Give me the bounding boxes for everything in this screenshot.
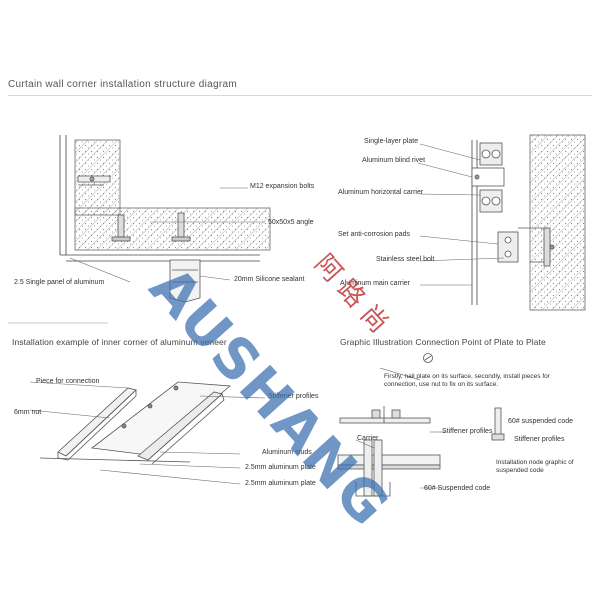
bottom-left-heading: Installation example of inner corner of … [12, 337, 227, 347]
section-divider [8, 322, 108, 324]
label-stiffener-a: Stiffener profiles [442, 428, 493, 435]
label-main-carrier: Aluminum main carrier [340, 280, 411, 287]
label-blind-rivet: Aluminum blind rivet [362, 157, 426, 164]
label-node-graphic: Installation node graphic of suspended c… [496, 459, 574, 474]
label-stiffener-b: Stiffener profiles [514, 436, 565, 443]
label-studs: Aluminum studs [262, 449, 312, 456]
title-rule [8, 95, 592, 96]
horizontal-carrier [471, 142, 505, 213]
pier [169, 259, 201, 303]
label-plate-1: 2.5mm aluminum plate [245, 464, 316, 471]
expansion-bolts [111, 212, 191, 242]
label-stiffener: Stiffener profiles [268, 393, 319, 400]
label-single-layer-plate: Single-layer plate [364, 138, 419, 145]
label-steel-bolt: Stainless steel bolt [376, 256, 435, 263]
label-angle: 50x50x5 angle [268, 219, 314, 226]
bottom-right-section [337, 353, 505, 497]
label-nut: 6mm nut [14, 409, 42, 416]
label-expansion-bolts: M12 expansion bolts [250, 183, 315, 190]
symbol-circle [423, 353, 433, 363]
label-carrier: Carrier [357, 435, 379, 442]
label-connection-piece: Piece for connection [36, 378, 100, 385]
steel-bracket [497, 227, 555, 267]
label-horizontal-carrier: Aluminum horizontal carrier [338, 189, 424, 196]
connection-note: Firstly, nail plate on its surface, seco… [384, 373, 550, 388]
label-sealant: 20mm Silicone sealant [234, 276, 305, 283]
top-right-section [417, 134, 586, 311]
label-suspended-code-bottom: 60# Suspended code [424, 485, 491, 492]
label-suspended-code-60: 60# suspended code [508, 418, 573, 425]
bottom-right-heading: Graphic Illustration Connection Point of… [340, 337, 546, 347]
carrier-assembly [337, 439, 441, 497]
label-plate-2: 2.5mm aluminum plate [245, 480, 316, 487]
bottom-left-section [29, 381, 266, 485]
label-single-panel: 2.5 Single panel of aluminum [14, 279, 105, 286]
diagram-title: Curtain wall corner installation structu… [8, 79, 237, 90]
suspended-code-node [491, 407, 505, 441]
top-left-section [59, 135, 271, 303]
label-anti-corrosion: Set anti-corrosion pads [338, 231, 410, 238]
